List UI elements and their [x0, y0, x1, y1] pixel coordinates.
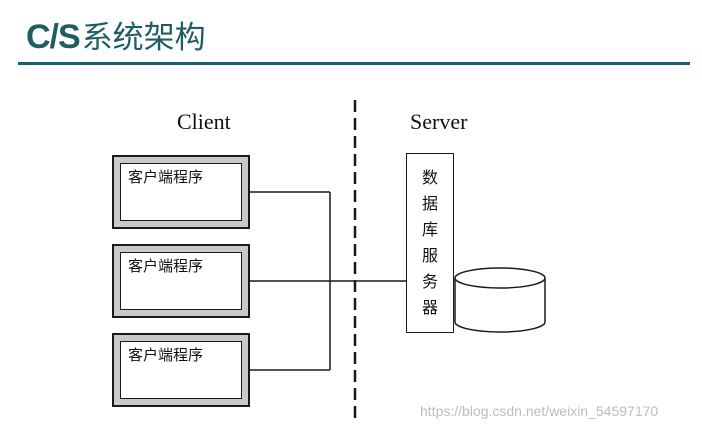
client-program-box: 客户端程序: [112, 333, 250, 407]
server-label-char: 数: [421, 168, 438, 187]
slide-title: C/S 系统架构: [26, 12, 206, 56]
cylinder-database-icon: [454, 267, 546, 333]
client-caption: Client: [177, 109, 231, 134]
server-label-char: 务: [421, 272, 438, 291]
server-label-char: 服: [421, 246, 438, 265]
client-program-box: 客户端程序: [112, 244, 250, 318]
title-divider: [18, 62, 690, 65]
client-program-label: 客户端程序: [128, 346, 204, 364]
server-label-char: 器: [421, 298, 438, 317]
title-latin: C/S: [26, 18, 81, 56]
client-program-box: 客户端程序: [112, 155, 250, 229]
watermark-url: https://blog.csdn.net/weixin_54597170: [420, 403, 659, 419]
server-label-char: 库: [421, 220, 438, 239]
client-program-label: 客户端程序: [128, 168, 204, 186]
client-program-label: 客户端程序: [128, 257, 204, 275]
database-server-box: 数 据 库 服 务 器: [406, 153, 454, 333]
server-caption: Server: [410, 109, 468, 134]
database-server-label: 数 据 库 服 务 器: [407, 168, 453, 318]
server-label-char: 据: [421, 194, 438, 213]
title-cjk: 系统架构: [81, 20, 206, 56]
